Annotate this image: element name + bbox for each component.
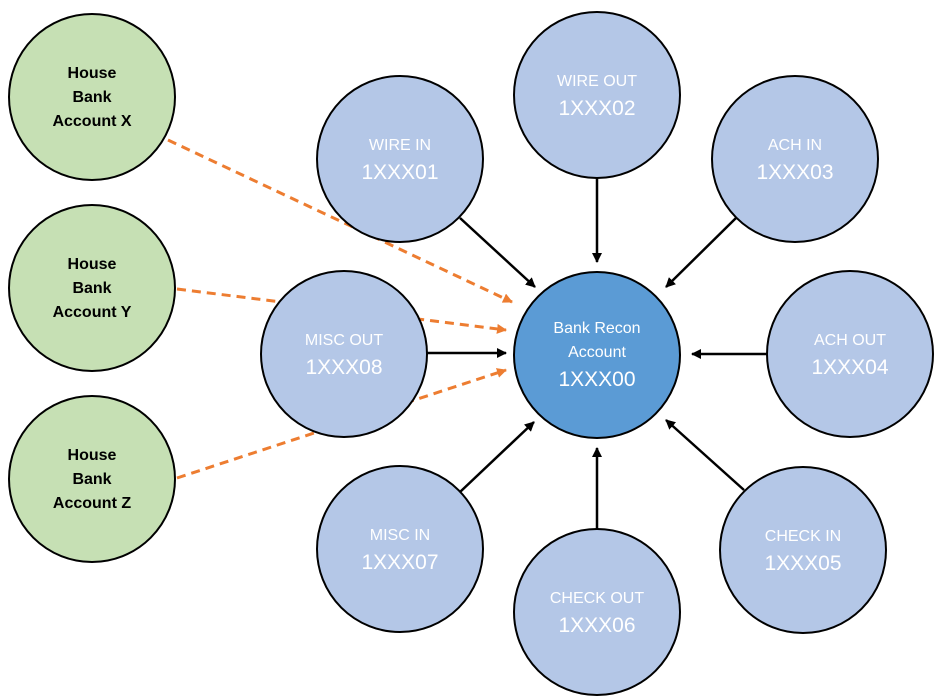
ach-out-label: ACH OUT xyxy=(814,332,886,349)
bank-recon-label-line: Account xyxy=(568,344,626,361)
link-ach-in-to-bank-recon xyxy=(665,217,737,288)
misc-in-label: MISC IN xyxy=(370,527,430,544)
bank-recon-code: 1XXX00 xyxy=(558,368,635,391)
bank-recon-node xyxy=(513,271,681,439)
house-z-label-line: House xyxy=(68,447,117,464)
link-check-in-to-bank-recon xyxy=(665,419,745,491)
link-house-x-to-bank-recon xyxy=(167,138,513,304)
misc-in-code: 1XXX07 xyxy=(361,551,438,574)
house-x-label-line: Bank xyxy=(72,89,111,106)
ach-out-node xyxy=(766,270,934,438)
house-y-node xyxy=(8,204,176,372)
ach-in-label: ACH IN xyxy=(768,137,822,154)
wire-out-label: WIRE OUT xyxy=(557,73,637,90)
ach-out-code: 1XXX04 xyxy=(811,356,888,379)
check-out-label: CHECK OUT xyxy=(550,590,644,607)
house-z-label-line: Bank xyxy=(72,471,111,488)
house-x-node xyxy=(8,13,176,181)
wire-out-code: 1XXX02 xyxy=(558,97,635,120)
bank-recon-label-line: Bank Recon xyxy=(553,320,640,337)
house-x-label-line: Account X xyxy=(52,113,131,130)
wire-in-label: WIRE IN xyxy=(369,137,431,154)
wire-in-node xyxy=(316,75,484,243)
misc-out-node xyxy=(260,270,428,438)
wire-out-node xyxy=(513,11,681,179)
house-y-label-line: Bank xyxy=(72,280,111,297)
house-y-label-line: House xyxy=(68,256,117,273)
check-in-code: 1XXX05 xyxy=(764,552,841,575)
check-out-node xyxy=(513,528,681,696)
link-wire-in-to-bank-recon xyxy=(459,217,536,288)
misc-out-code: 1XXX08 xyxy=(305,356,382,379)
ach-in-code: 1XXX03 xyxy=(756,161,833,184)
house-y-label-line: Account Y xyxy=(53,304,132,321)
house-z-label-line: Account Z xyxy=(53,495,131,512)
link-misc-in-to-bank-recon xyxy=(459,421,535,493)
check-out-code: 1XXX06 xyxy=(558,614,635,637)
check-in-node xyxy=(719,466,887,634)
wire-in-code: 1XXX01 xyxy=(361,161,438,184)
house-z-node xyxy=(8,395,176,563)
misc-out-label: MISC OUT xyxy=(305,332,383,349)
ach-in-node xyxy=(711,75,879,243)
misc-in-node xyxy=(316,465,484,633)
check-in-label: CHECK IN xyxy=(765,528,841,545)
house-x-label-line: House xyxy=(68,65,117,82)
